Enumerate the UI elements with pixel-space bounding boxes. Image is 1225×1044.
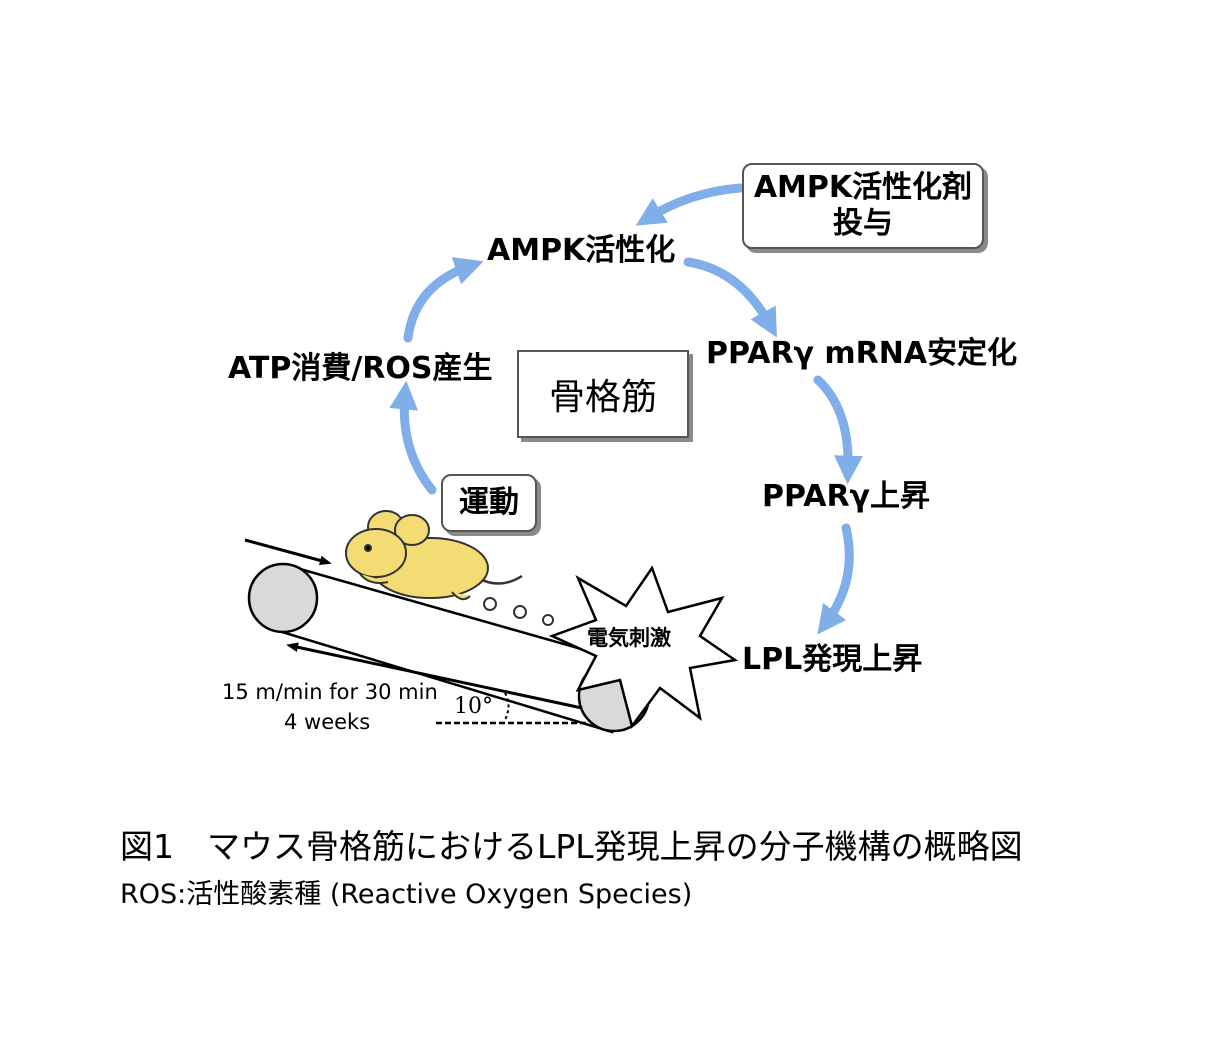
dust-puff xyxy=(483,597,497,611)
electric-burst-icon xyxy=(548,565,739,729)
mouse-back-foot xyxy=(451,591,471,601)
node-ampk-activator-line2: 投与 xyxy=(833,206,893,241)
arrow-ampk-to-ppar-mrna xyxy=(683,257,777,338)
mouse-eye xyxy=(364,544,372,552)
incline-angle-label: 10° xyxy=(454,694,493,719)
mouse-foot xyxy=(359,573,389,584)
figure-caption-note: ROS:活性酸素種 (Reactive Oxygen Species) xyxy=(120,879,693,910)
node-skeletal-muscle: 骨格筋 xyxy=(517,350,689,438)
mouse-head xyxy=(345,528,407,578)
return-direction-arrow xyxy=(286,642,583,710)
treadmill-roller-left xyxy=(247,562,319,634)
node-ampk-activator-line1: AMPK活性化剤 xyxy=(753,170,973,205)
arrow-ppar-up-to-lpl xyxy=(817,523,854,635)
stimulus-label: 電気刺激 xyxy=(587,626,671,650)
arrow-activator-to-ampk xyxy=(635,183,745,226)
treadmill-speed-label: 15 m/min for 30 min xyxy=(222,680,438,704)
figure-caption-title: 図1 マウス骨格筋におけるLPL発現上昇の分子機構の概略図 xyxy=(120,827,1023,866)
arrow-exercise-to-atp xyxy=(389,380,437,495)
incline-angle-arc xyxy=(504,692,510,721)
arrow-atp-to-ampk xyxy=(403,257,484,343)
treadmill-duration-label: 4 weeks xyxy=(284,710,371,734)
node-exercise-label: 運動 xyxy=(459,485,519,520)
node-atp-ros: ATP消費/ROS産生 xyxy=(228,351,493,386)
node-skeletal-muscle-label: 骨格筋 xyxy=(548,377,657,418)
mouse-ear-right xyxy=(394,514,430,546)
node-exercise: 運動 xyxy=(441,474,537,532)
node-lpl-up: LPL発現上昇 xyxy=(742,642,923,677)
dust-puff xyxy=(513,605,527,619)
cycle-arrows xyxy=(389,183,863,635)
node-ppar-mrna: PPARγ mRNA安定化 xyxy=(706,336,1018,371)
belt-direction-arrow xyxy=(244,538,332,566)
node-ampk-activation: AMPK活性化 xyxy=(487,233,676,268)
arrow-ppar-mrna-to-ppar-up xyxy=(813,375,863,485)
node-ppar-up: PPARγ上昇 xyxy=(762,479,930,514)
node-ampk-activator: AMPK活性化剤 投与 xyxy=(742,163,984,249)
mouse-icon xyxy=(345,510,554,626)
dust-puff xyxy=(542,614,554,626)
